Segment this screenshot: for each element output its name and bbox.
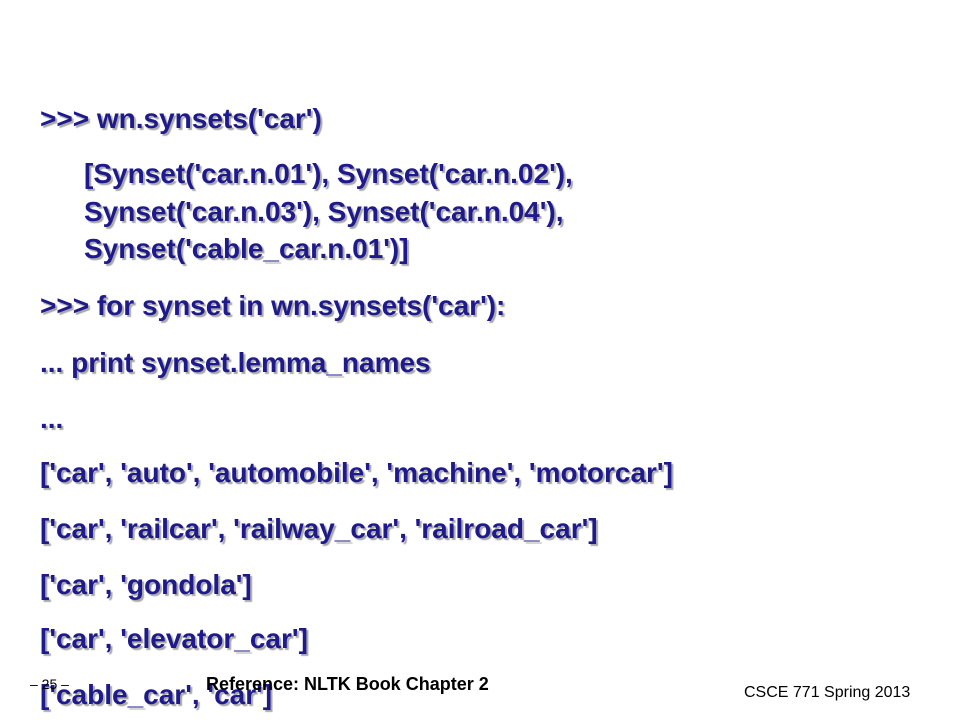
code-line-print: ... print synset.lemma_names: [40, 347, 431, 378]
reference-note: Reference: NLTK Book Chapter 2: [206, 674, 489, 694]
code-line-output-5: ['cable_car', 'car']: [40, 679, 273, 710]
code-line-synsets-result-2: Synset('car.n.03'), Synset('car.n.04'),: [84, 196, 564, 227]
code-line-for-loop: >>> for synset in wn.synsets('car'):: [40, 290, 506, 321]
code-line-synsets-result-1: [Synset('car.n.01'), Synset('car.n.02'),: [84, 158, 573, 189]
code-line-output-2: ['car', 'railcar', 'railway_car', 'railr…: [40, 513, 598, 544]
code-line-synsets-result-3: Synset('cable_car.n.01')]: [84, 233, 409, 264]
code-line-ellipsis: ...: [40, 403, 64, 434]
code-line-output-1: ['car', 'auto', 'automobile', 'machine',…: [40, 457, 673, 488]
code-line-output-4: ['car', 'elevator_car']: [40, 623, 308, 654]
code-line-output-3: ['car', 'gondola']: [40, 569, 252, 600]
course-label: CSCE 771 Spring 2013: [744, 684, 911, 701]
page-number: – 25 –: [30, 676, 69, 692]
code-line-synsets-call: >>> wn.synsets('car'): [40, 103, 322, 134]
